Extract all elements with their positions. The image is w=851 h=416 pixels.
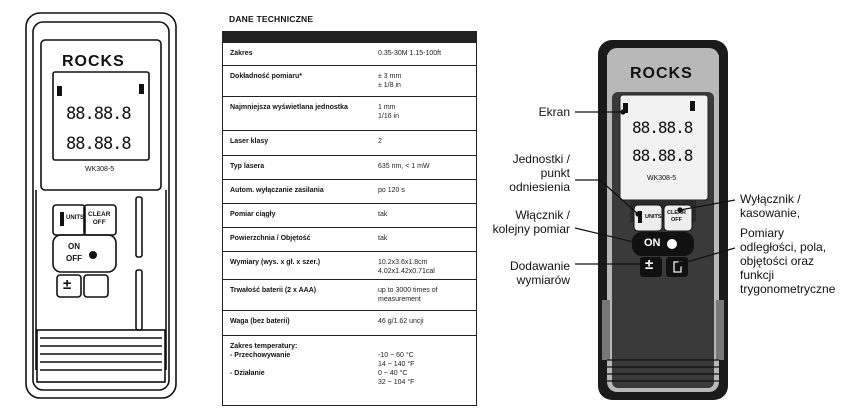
- left-plusminus-button[interactable]: ±: [63, 276, 72, 293]
- spec-row: Waga (bez baterii) 46 g/1.62 uncji: [223, 310, 476, 335]
- spec-key: Laser klasy: [230, 138, 269, 145]
- right-on-button[interactable]: ON: [644, 237, 661, 249]
- spec-row: Zakres temperatury: - Przechowywanie - D…: [223, 335, 476, 406]
- spec-key: Typ lasera: [230, 163, 265, 170]
- callout-wylacznik: Wyłącznik / kasowanie,: [740, 192, 801, 220]
- spec-key: Pomiar ciągły: [230, 211, 276, 218]
- spec-key: Autom. wyłączanie zasilania: [230, 187, 324, 194]
- right-brand: ROCKS: [630, 65, 693, 82]
- spec-key: Zakres temperatury: - Przechowywanie - D…: [230, 343, 298, 377]
- callout-jednostki: Jednostki / punkt odniesienia: [509, 152, 570, 194]
- spec-row: Laser klasy 2: [223, 130, 476, 155]
- spec-value: 2: [378, 138, 382, 145]
- right-digits-1: 88.88.8: [632, 118, 693, 137]
- spec-value: -10 ~ 60 °C 14 ~ 140 °F 0 ~ 40 °C 32 ~ 1…: [378, 352, 415, 386]
- spec-value: tak: [378, 235, 388, 242]
- spec-row: Wymiary (wys. x gł. x szer.) 10.2x3.6x1.8…: [223, 251, 476, 279]
- spec-key: Dokładność pomiaru*: [230, 73, 302, 80]
- right-model: WK308-5: [647, 175, 677, 182]
- spec-key: Zakres: [230, 50, 253, 57]
- left-on-label[interactable]: ON: [68, 242, 80, 251]
- spec-row: Najmniejsza wyświetlana jednostka 1 mm 1/…: [223, 96, 476, 130]
- spec-row: Zakres 0.35-30M 1.15-100ft: [223, 42, 476, 65]
- spec-row: Pomiar ciągły tak: [223, 203, 476, 227]
- left-model: WK308-5: [85, 166, 115, 173]
- spec-row: Trwałość baterii (2 x AAA) up to 3000 tim…: [223, 279, 476, 310]
- left-digits-1: 88.88.8: [66, 104, 132, 124]
- spec-key: Waga (bez baterii): [230, 318, 290, 325]
- left-units-button[interactable]: UNITS: [66, 215, 84, 221]
- left-digits-2: 88.88.8: [66, 134, 132, 154]
- spec-row: Autom. wyłączanie zasilania po 120 s: [223, 179, 476, 203]
- right-units-button[interactable]: UNITS: [645, 214, 662, 220]
- spec-key: Wymiary (wys. x gł. x szer.): [230, 259, 321, 266]
- spec-key: Najmniejsza wyświetlana jednostka: [230, 104, 348, 111]
- spec-row: Dokładność pomiaru* ± 3 mm ± 1/8 in: [223, 65, 476, 96]
- callout-pomiary: Pomiary odległości, pola, objętości oraz…: [740, 226, 836, 296]
- spec-table-header-bar: [223, 32, 476, 42]
- right-digits-2: 88.88.8: [632, 146, 693, 165]
- left-off-label[interactable]: OFF: [66, 254, 82, 263]
- spec-value: ± 3 mm ± 1/8 in: [378, 73, 402, 89]
- spec-row: Powierzchnia / Objętość tak: [223, 227, 476, 251]
- right-clear-button[interactable]: CLEAR OFF: [667, 210, 686, 223]
- spec-title: DANE TECHNICZNE: [229, 14, 314, 24]
- spec-value: 1 mm 1/16 in: [378, 104, 400, 120]
- spec-value: tak: [378, 211, 388, 218]
- spec-key: Trwałość baterii (2 x AAA): [230, 287, 317, 294]
- spec-value: po 120 s: [378, 187, 405, 194]
- spec-value: 0.35-30M 1.15-100ft: [378, 50, 442, 57]
- spec-value: up to 3000 times of measurement: [378, 287, 438, 303]
- spec-value: 10.2x3.6x1.8cm 4.02x1.42x0.71cal: [378, 259, 435, 275]
- spec-value: 635 nm, < 1 mW: [378, 163, 430, 170]
- left-brand: ROCKS: [62, 53, 125, 70]
- spec-key: Powierzchnia / Objętość: [230, 235, 311, 242]
- spec-row: Typ lasera 635 nm, < 1 mW: [223, 155, 476, 179]
- left-clear-button[interactable]: CLEAR OFF: [88, 211, 111, 226]
- spec-value: 46 g/1.62 uncji: [378, 318, 424, 325]
- callout-ekran: Ekran: [538, 105, 570, 119]
- right-plusminus-button[interactable]: ±: [645, 256, 654, 273]
- callout-wlacznik: Włącznik / kolejny pomiar: [492, 208, 570, 236]
- callout-dodawanie: Dodawanie wymiarów: [509, 259, 570, 287]
